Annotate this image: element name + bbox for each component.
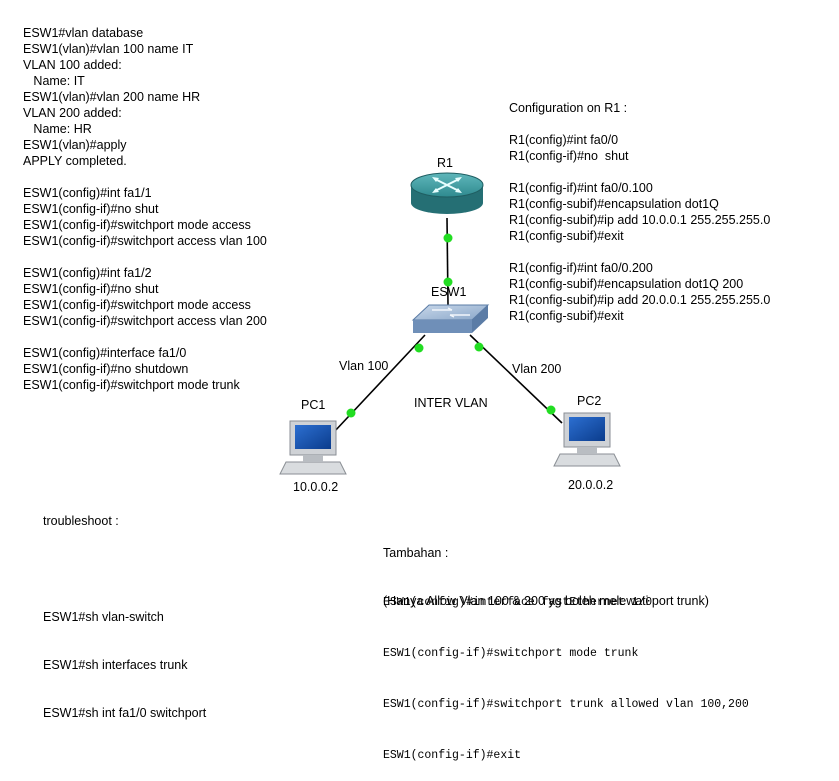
router-config-line: R1(config)#int fa0/0 [509, 133, 619, 147]
link-esw1-pc1 [333, 334, 426, 433]
router-config-line: Configuration on R1 : [509, 101, 628, 115]
switch-config-line: ESW1(config-if)#no shut [23, 282, 159, 296]
pc2-label: PC2 [577, 394, 602, 408]
link-dot [474, 342, 484, 352]
troubleshoot-line: ESW1#sh interfaces trunk [43, 658, 188, 672]
pc1-label: PC1 [301, 398, 326, 412]
switch-config-line: ESW1(config-if)#switchport access vlan 1… [23, 234, 267, 248]
router-config-line: R1(config-if)#no shut [509, 149, 629, 163]
vlan200-label: Vlan 200 [512, 362, 562, 376]
switch-config-line: ESW1(vlan)#apply [23, 138, 127, 152]
pc1-icon[interactable] [279, 420, 347, 475]
router-config-block: Configuration on R1 :​R1(config)#int fa0… [509, 100, 770, 324]
switch-config-line: Name: IT [23, 74, 85, 88]
switch-config-line: ESW1(config)#interface fa1/0 [23, 346, 187, 360]
tambahan-title: Tambahan : [383, 546, 449, 560]
tambahan-command: ESW1(config-if)#exit [383, 749, 522, 762]
switch-config-line: ESW1(config-if)#switchport access vlan 2… [23, 314, 267, 328]
router-config-line: R1(config-subif)#ip add 10.0.0.1 255.255… [509, 213, 771, 227]
router-config-line: R1(config-if)#int fa0/0.100 [509, 181, 653, 195]
link-r1-esw1 [446, 217, 449, 306]
switch-config-line: ESW1(vlan)#vlan 100 name IT [23, 42, 194, 56]
topology-diagram [279, 172, 621, 475]
pc1-ip-label: 10.0.0.2 [293, 480, 339, 494]
switch-config-line: Name: HR [23, 122, 92, 136]
tambahan-command: ESW1(config)#interface fastEthernet 1/0 [383, 596, 653, 609]
switch-config-line: ESW1(config-if)#no shut [23, 202, 159, 216]
pc2-ip-label: 20.0.0.2 [568, 478, 614, 492]
router-config-line: R1(config-subif)#encapsulation dot1Q 200 [509, 277, 744, 291]
link-dot [443, 277, 453, 287]
switch-config-line: ESW1(config-if)#switchport mode access [23, 218, 251, 232]
troubleshoot-line: ESW1#sh vlan-switch [43, 610, 164, 624]
tambahan-command: ESW1(config-if)#switchport trunk allowed… [383, 698, 749, 711]
router-config-line: R1(config-if)#int fa0/0.200 [509, 261, 653, 275]
router-label: R1 [437, 156, 453, 170]
troubleshoot-title: troubleshoot : [43, 514, 119, 528]
switch-config-line: VLAN 200 added: [23, 106, 122, 120]
router-config-line: R1(config-subif)#ip add 20.0.0.1 255.255… [509, 293, 771, 307]
link-dot [546, 405, 556, 415]
switch-config-line: ESW1(config-if)#switchport mode access [23, 298, 251, 312]
link-status-dots [346, 233, 556, 418]
tambahan-block: Tambahan : (Hanya Allow Vlan 100 & 200 y… [383, 513, 709, 625]
switch-config-line: ESW1(config)#int fa1/1 [23, 186, 152, 200]
router-config-line: R1(config-subif)#exit [509, 309, 624, 323]
router-config-line: R1(config-subif)#exit [509, 229, 624, 243]
inter-vlan-label: INTER VLAN [414, 396, 488, 410]
link-dot [346, 408, 356, 418]
switch-config-line: APPLY completed. [23, 154, 127, 168]
tambahan-subtitle: (Hanya Allow Vlan 100 & 200 yg boleh mel… [383, 594, 709, 608]
switch-config-line: ESW1#vlan database [23, 26, 144, 40]
switch-config-line: ESW1(vlan)#vlan 200 name HR [23, 90, 201, 104]
link-esw1-pc2 [469, 334, 563, 424]
vlan100-label: Vlan 100 [339, 359, 389, 373]
switch-config-line: ESW1(config)#int fa1/2 [23, 266, 152, 280]
pc2-icon[interactable] [553, 412, 621, 467]
switch-label: ESW1 [431, 285, 467, 299]
router-icon[interactable] [410, 172, 484, 214]
switch-icon[interactable] [411, 304, 490, 333]
switch-config-line: ESW1(config-if)#switchport mode trunk [23, 378, 240, 392]
switch-config-line: ESW1(config-if)#no shutdown [23, 362, 189, 376]
link-dot [414, 343, 424, 353]
troubleshoot-line: ESW1#sh int fa1/0 switchport [43, 706, 207, 720]
link-dot [443, 233, 453, 243]
switch-config-line: VLAN 100 added: [23, 58, 122, 72]
router-config-line: R1(config-subif)#encapsulation dot1Q [509, 197, 719, 211]
